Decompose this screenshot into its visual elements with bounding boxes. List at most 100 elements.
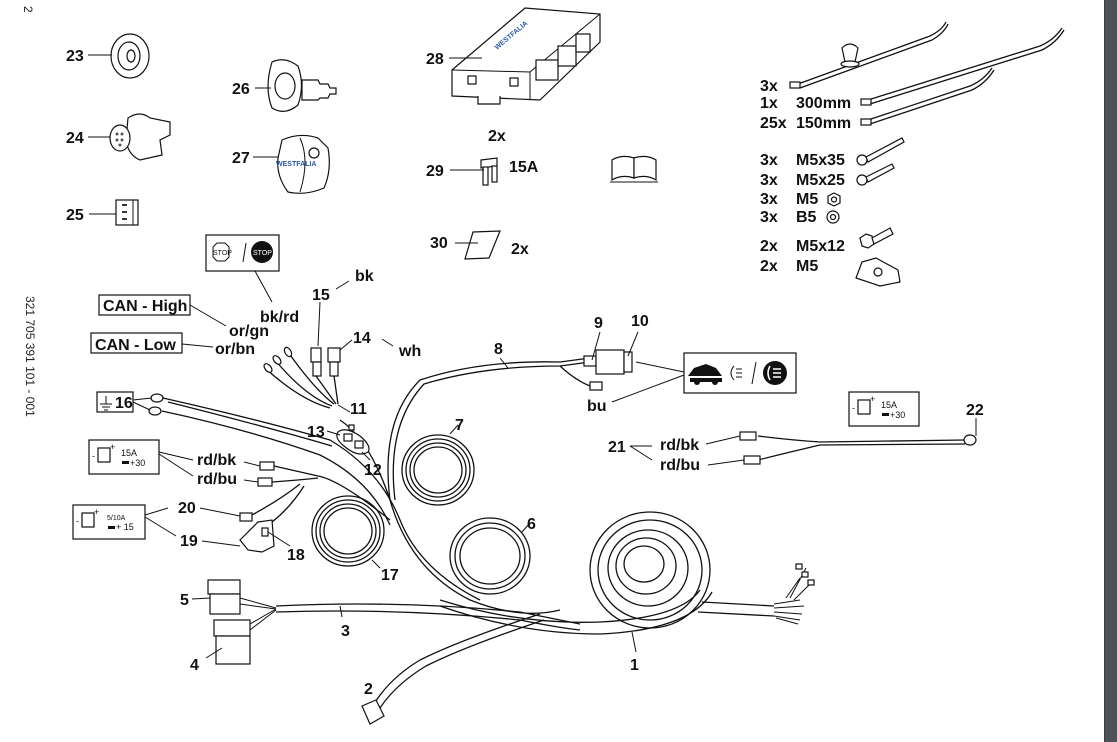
can-stop-wires: [263, 346, 339, 409]
power-box-30-left: - + 15A +30: [88, 439, 160, 475]
part-label-6: 6: [527, 516, 536, 533]
terminal-30-left: +30: [130, 458, 145, 468]
can-low-box: [90, 332, 183, 354]
plus-sign: +: [110, 442, 115, 452]
part-22-battery-cable: [739, 431, 977, 465]
part-label-16: 16: [115, 395, 133, 412]
part-label-2: 2: [364, 681, 373, 698]
minus-sign: -: [76, 516, 79, 526]
cable-ties: [789, 21, 1065, 126]
washer-b5-icon: [826, 210, 840, 224]
part-27-trailer-socket: WESTFALIA: [276, 134, 330, 194]
part-label-15: 15: [312, 287, 330, 304]
part-30-adhesive-pad: [464, 230, 501, 260]
part-14-connector: [327, 339, 353, 377]
hw-qty-4: 3x: [760, 209, 778, 226]
cable-tie-size-2: 300mm: [796, 95, 851, 112]
wire-bu: bu: [587, 398, 607, 415]
part-label-5: 5: [180, 592, 189, 609]
viewer-scrollbar[interactable]: [1104, 0, 1117, 742]
part-15-connector: [310, 301, 322, 377]
part-label-21: 21: [608, 439, 626, 456]
part-label-23: 23: [66, 48, 84, 65]
wire-rd-bu-left: rd/bu: [197, 471, 237, 488]
part-23-grommet: [110, 33, 150, 79]
part-label-4: 4: [190, 657, 199, 674]
part-label-27: 27: [232, 150, 250, 167]
part-20-connector: [239, 512, 253, 522]
hw-spec-6: M5: [796, 258, 818, 275]
minus-sign: -: [92, 451, 95, 461]
hw-spec-3: M5: [796, 191, 818, 208]
wire-rd-bk-left: rd/bk: [197, 452, 236, 469]
battery-icon: [81, 512, 95, 528]
manual-book-icon: [610, 155, 658, 183]
screw-m5x35-icon: [856, 137, 905, 166]
hw-qty-5: 2x: [760, 238, 778, 255]
minus-sign: -: [852, 403, 855, 413]
wire-bk: bk: [355, 268, 374, 285]
can-high-label: CAN - High: [103, 298, 187, 315]
part-label-7: 7: [455, 417, 464, 434]
part-label-22: 22: [966, 402, 984, 419]
hw-qty-1: 3x: [760, 152, 778, 169]
terminal-15: + 15: [116, 522, 134, 532]
part-3-harness: [275, 603, 581, 631]
wire-or-gn: or/gn: [229, 323, 269, 340]
plus-sign: +: [870, 394, 875, 404]
ground-ring-1: [150, 393, 164, 403]
part-label-24: 24: [66, 130, 84, 147]
part-1-main-cable: [439, 511, 815, 635]
fuse-rating: 15A: [509, 159, 539, 176]
part-29-fuse: [480, 157, 498, 186]
wire-bk-rd: bk/rd: [260, 309, 299, 326]
left-branch-wires: [239, 461, 391, 553]
cable-tie-qty-2: 1x: [760, 95, 778, 112]
part-label-28: 28: [426, 51, 444, 68]
part-9-10-connector: [559, 349, 633, 391]
wire-rd-bu-right: rd/bu: [660, 457, 700, 474]
part-label-3: 3: [341, 623, 350, 640]
battery-icon: [857, 399, 871, 415]
part-label-19: 19: [180, 533, 198, 550]
part-label-25: 25: [66, 207, 84, 224]
part-label-14: 14: [353, 330, 371, 347]
part-26-socket-mount: [267, 59, 337, 112]
document-number: 321 705 391 101 - 001: [23, 296, 37, 417]
part-label-1: 1: [630, 657, 639, 674]
part-label-29: 29: [426, 163, 444, 180]
part-label-11: 11: [350, 401, 367, 418]
hardware-list: 3x M5x35 3x M5x25 3x M5 3x B5 2x M5x12 2…: [760, 152, 845, 275]
bolt-m5x12-icon: [859, 227, 894, 249]
part-label-9: 9: [594, 315, 603, 332]
screw-m5x25-icon: [856, 163, 895, 186]
plus-sign: +: [94, 507, 99, 517]
part-label-8: 8: [494, 341, 503, 358]
part-25-connector-block: [115, 199, 139, 226]
part-12-13-connectors: [336, 424, 370, 455]
fog-light-symbol-box: [683, 352, 797, 394]
part-6-cable-coil: [449, 517, 531, 595]
part-label-20: 20: [178, 500, 196, 517]
power-box-15: - + 5/10A + 15: [72, 504, 146, 540]
cable-tie-qty-1: 3x: [760, 78, 778, 95]
part-label-18: 18: [287, 547, 305, 564]
fuse-quantity: 2x: [488, 128, 506, 145]
power-box-30-right: - + 15A +30: [848, 391, 920, 427]
part-label-30: 30: [430, 235, 448, 252]
cable-tie-size-3: 150mm: [796, 115, 851, 132]
socket-brand: WESTFALIA: [276, 161, 316, 168]
hw-qty-6: 2x: [760, 258, 778, 275]
clip-nut-m5-icon: [855, 257, 901, 287]
part-label-13: 13: [307, 424, 325, 441]
hw-qty-3: 3x: [760, 191, 778, 208]
cable-tie-qty-3: 25x: [760, 115, 787, 132]
ground-box-16: 16: [96, 391, 134, 413]
part-label-12: 12: [364, 462, 382, 479]
hw-spec-1: M5x35: [796, 152, 845, 169]
hw-spec-4: B5: [796, 209, 817, 226]
stop-light-symbol-box: STOP STOP: [205, 234, 280, 272]
page-number: 2: [21, 6, 35, 13]
